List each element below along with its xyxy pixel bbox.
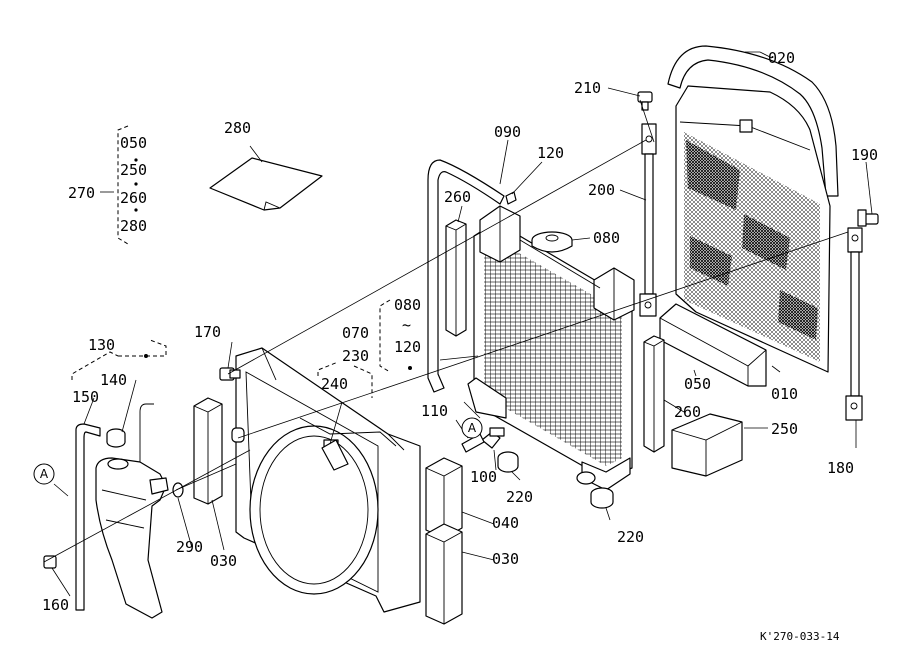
stay-200 bbox=[639, 123, 657, 317]
bolt-190 bbox=[857, 209, 879, 227]
top-seal-020 bbox=[667, 45, 839, 197]
label-030-left: 030 bbox=[210, 552, 237, 570]
label-080-range-tilde: ~ bbox=[402, 316, 411, 334]
drain-cock-100 bbox=[481, 427, 505, 449]
label-050: 050 bbox=[684, 375, 711, 393]
label-280: 280 bbox=[224, 119, 251, 137]
leader-lines bbox=[51, 51, 873, 597]
dot-080-120 bbox=[408, 366, 412, 370]
label-110: 110 bbox=[421, 402, 448, 420]
label-260-left: 260 bbox=[444, 188, 471, 206]
label-080-range-end: 120 bbox=[394, 338, 421, 356]
label-170: 170 bbox=[194, 323, 221, 341]
part-labels: 020 210 190 200 120 090 080 260 010 050 … bbox=[42, 49, 878, 614]
label-120: 120 bbox=[537, 144, 564, 162]
overflow-hose-090 bbox=[427, 159, 505, 393]
mount-rubber-220-right bbox=[590, 487, 614, 509]
dot-270-c bbox=[134, 208, 138, 212]
label-290: 290 bbox=[176, 538, 203, 556]
stay-180 bbox=[845, 227, 863, 421]
label-160: 160 bbox=[42, 596, 69, 614]
callout-a-tank-label: A bbox=[40, 467, 49, 481]
callout-a-tank: A bbox=[33, 463, 55, 485]
label-270-kit-050: 050 bbox=[120, 134, 147, 152]
bracket-130-group-b bbox=[118, 339, 167, 357]
drawing-reference: K'270-033-14 bbox=[760, 630, 840, 643]
label-210: 210 bbox=[574, 79, 601, 97]
label-240: 240 bbox=[321, 375, 348, 393]
foam-260-right bbox=[643, 335, 665, 453]
label-200: 200 bbox=[588, 181, 615, 199]
callout-a-radiator-label: A bbox=[468, 421, 477, 435]
foam-250 bbox=[671, 413, 743, 477]
label-150: 150 bbox=[72, 388, 99, 406]
label-250: 250 bbox=[771, 420, 798, 438]
bolt-170 bbox=[219, 367, 241, 381]
tank-cap-140 bbox=[106, 428, 126, 448]
radiator-cap-080 bbox=[531, 231, 573, 253]
label-270: 270 bbox=[68, 184, 95, 202]
foam-030-front bbox=[425, 523, 463, 625]
bolt-160 bbox=[43, 555, 57, 569]
bracket-230 bbox=[317, 361, 373, 398]
overflow-hose-150 bbox=[75, 423, 101, 611]
label-100: 100 bbox=[470, 468, 497, 486]
label-180: 180 bbox=[827, 459, 854, 477]
label-080: 080 bbox=[593, 229, 620, 247]
label-270-kit-250: 250 bbox=[120, 161, 147, 179]
label-220-left: 220 bbox=[506, 488, 533, 506]
label-190: 190 bbox=[851, 146, 878, 164]
label-270-kit-260: 260 bbox=[120, 189, 147, 207]
label-sheet-280 bbox=[209, 157, 323, 211]
label-090: 090 bbox=[494, 123, 521, 141]
shroud-plate-240 bbox=[321, 439, 349, 471]
label-140: 140 bbox=[100, 371, 127, 389]
label-010: 010 bbox=[771, 385, 798, 403]
bracket-270 bbox=[117, 125, 129, 245]
label-020: 020 bbox=[768, 49, 795, 67]
bracket-080-120 bbox=[379, 299, 391, 373]
label-260-right: 260 bbox=[674, 403, 701, 421]
reserve-tank-130 bbox=[95, 403, 169, 619]
dot-270-a bbox=[134, 158, 138, 162]
foam-260-left bbox=[445, 219, 467, 337]
radiator-core bbox=[467, 205, 635, 491]
fan-shroud-040 bbox=[235, 347, 421, 613]
clip-120 bbox=[505, 191, 517, 205]
dot-270-b bbox=[134, 182, 138, 186]
mount-rubber-220-left bbox=[497, 451, 519, 473]
label-220-right: 220 bbox=[617, 528, 644, 546]
screen-010 bbox=[675, 85, 831, 373]
callout-a-radiator: A bbox=[461, 417, 483, 439]
bracket-130-group bbox=[71, 351, 119, 380]
label-040: 040 bbox=[492, 514, 519, 532]
assembly-lines bbox=[43, 99, 849, 563]
label-030-front: 030 bbox=[492, 550, 519, 568]
dot-130 bbox=[144, 354, 148, 358]
foam-030-left bbox=[193, 397, 223, 505]
bushing-290 bbox=[172, 482, 184, 498]
label-070: 070 bbox=[342, 324, 369, 342]
label-130: 130 bbox=[88, 336, 115, 354]
collar bbox=[231, 427, 245, 443]
label-080-range-start: 080 bbox=[394, 296, 421, 314]
label-270-kit-280: 280 bbox=[120, 217, 147, 235]
label-230: 230 bbox=[342, 347, 369, 365]
bolt-210 bbox=[637, 91, 653, 111]
